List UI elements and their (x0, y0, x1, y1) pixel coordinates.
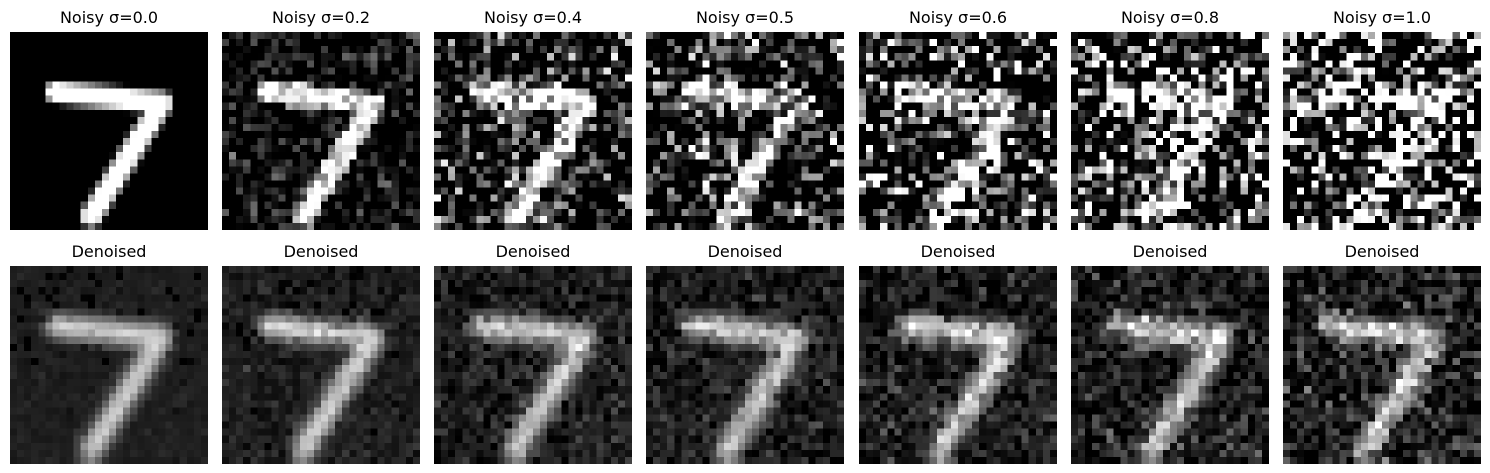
denoised-image (1071, 266, 1269, 464)
denoised-image (646, 266, 844, 464)
panel-title: Noisy σ=0.0 (59, 8, 159, 27)
panel-title: Noisy σ=0.4 (483, 8, 583, 27)
noisy-image (434, 32, 632, 230)
panel-title: Denoised (495, 242, 571, 261)
panel-title: Denoised (283, 242, 359, 261)
denoised-image (1283, 266, 1481, 464)
noisy-image (10, 32, 208, 230)
denoised-image (859, 266, 1057, 464)
noisy-image (859, 32, 1057, 230)
panel-title: Noisy σ=0.2 (271, 8, 371, 27)
panel-title: Denoised (1344, 242, 1420, 261)
noisy-image (1071, 32, 1269, 230)
panel-title: Noisy σ=1.0 (1332, 8, 1432, 27)
panel-title: Denoised (920, 242, 996, 261)
panel-title: Noisy σ=0.8 (1120, 8, 1220, 27)
panel-title: Denoised (1132, 242, 1208, 261)
noisy-image (1283, 32, 1481, 230)
denoised-image (222, 266, 420, 464)
noisy-image (646, 32, 844, 230)
panel-title: Noisy σ=0.5 (695, 8, 795, 27)
noisy-image (222, 32, 420, 230)
panel-title: Denoised (707, 242, 783, 261)
panel-title: Denoised (71, 242, 147, 261)
panel-title: Noisy σ=0.6 (908, 8, 1008, 27)
denoised-image (10, 266, 208, 464)
denoised-image (434, 266, 632, 464)
